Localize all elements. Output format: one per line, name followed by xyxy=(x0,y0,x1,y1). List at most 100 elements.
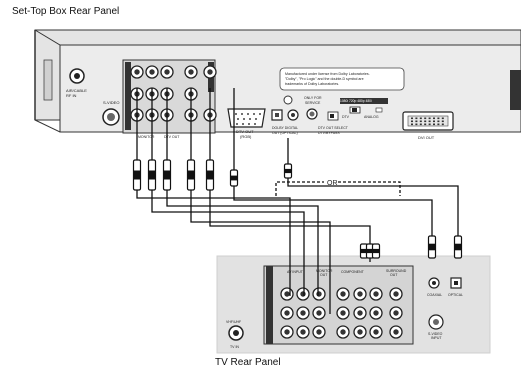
tv-rca-jack xyxy=(389,287,403,301)
stb-rca-jack xyxy=(184,65,198,79)
cable-to-tv-av-2 xyxy=(151,190,305,296)
tv-rca-jack xyxy=(353,325,367,339)
dvi-pin xyxy=(433,117,435,120)
dolby-notice-text: Manufactured under license from Dolby La… xyxy=(285,72,371,86)
dvi-pin xyxy=(433,123,435,126)
cable-optical-tv xyxy=(287,176,459,236)
stb-rca-jack xyxy=(160,65,174,79)
tv-rca-jack xyxy=(369,306,383,320)
dvi-pin xyxy=(428,117,431,120)
dvi-pin xyxy=(411,123,413,126)
cable-alt-dashed-1 xyxy=(275,181,324,196)
tv-rca-jack xyxy=(280,325,294,339)
dvi-pin xyxy=(441,117,444,120)
dvi-pin xyxy=(415,123,418,126)
rca-plugs xyxy=(132,159,463,259)
tv-rca-jack xyxy=(389,325,403,339)
dvi-out-label: DVI OUT xyxy=(418,135,435,140)
tv-rca-jack xyxy=(296,287,310,301)
dtv-out-select-switch xyxy=(327,98,388,121)
dvi-pin xyxy=(437,123,440,126)
tv-rca-jack xyxy=(353,287,367,301)
tv-optical-port xyxy=(450,277,462,289)
tv-optical-label: OPTICAL xyxy=(448,293,463,297)
tv-rca-jacks xyxy=(280,287,403,339)
dvi-pin xyxy=(424,117,427,120)
cable-comp-tv-1 xyxy=(190,190,331,314)
dtv-out-rgb-port xyxy=(227,108,266,128)
tv-monitor-out-label: MONITOR OUT xyxy=(316,269,333,277)
tv-rca-jack xyxy=(280,287,294,301)
dolby-digital-out-ports xyxy=(271,109,299,121)
dvi-pin xyxy=(433,120,435,123)
dvi-pin xyxy=(419,117,422,120)
tv-rca-jack xyxy=(369,287,383,301)
dtv-out-select-label: DTV OUT SELECT DTV/BYPASS xyxy=(318,126,349,135)
tv-coaxial-label: COAXIAL xyxy=(427,293,442,297)
cable-alt-dashed-2 xyxy=(338,181,401,196)
dolby-digital-out-label: DOLBY DIGITAL OUT (OPTICAL) xyxy=(272,126,299,135)
dvi-pin xyxy=(437,120,440,123)
rca-plug xyxy=(186,159,196,191)
dvi-pin xyxy=(415,120,418,123)
stb-rca-jacks xyxy=(130,65,217,122)
resolutions-label: 1080i 720p 480p 480i xyxy=(340,99,372,103)
dvi-pin xyxy=(441,123,444,126)
tv-rca-jack xyxy=(336,306,350,320)
tv-in-label: TV IN xyxy=(230,345,239,349)
cable-wiring xyxy=(136,88,459,314)
cable-to-tv-av-1 xyxy=(136,190,291,296)
cable-to-tv-av-3 xyxy=(166,190,319,296)
tv-rca-jack xyxy=(280,306,294,320)
dvi-pin xyxy=(424,123,427,126)
cable-comp-tv-2 xyxy=(209,190,371,244)
tv-surround-out-label: SURROUND OUT xyxy=(386,269,407,277)
rca-plug xyxy=(427,235,437,259)
dvi-pin xyxy=(419,123,422,126)
dvi-pin xyxy=(411,120,413,123)
stb-dtv-out-component-label: DTV OUT xyxy=(164,135,180,139)
antenna-connector xyxy=(69,68,85,84)
rca-plug xyxy=(205,159,215,191)
tv-rca-jack xyxy=(296,325,310,339)
tv-rca-jack xyxy=(336,325,350,339)
dvi-pin xyxy=(424,120,427,123)
tv-rca-jack xyxy=(336,287,350,301)
tv-rca-jack xyxy=(312,306,326,320)
tv-svideo-input-label: S-VIDEO INPUT xyxy=(428,332,443,340)
optical-plug xyxy=(283,163,293,179)
tv-svideo-port xyxy=(428,314,444,330)
stb-rca-jack xyxy=(203,65,217,79)
dvi-pin xyxy=(428,120,431,123)
tv-av-input-label: AV INPUT xyxy=(287,270,304,274)
vhf-uhf-label: VHF/UHF xyxy=(226,320,241,324)
dvi-pin xyxy=(428,123,431,126)
stb-panel-title: Set-Top Box Rear Panel xyxy=(12,6,120,17)
tv-panel-title: TV Rear Panel xyxy=(215,357,281,368)
dvi-pin xyxy=(437,117,440,120)
antenna-label: AIR/CABLE RF IN xyxy=(66,88,88,98)
tv-rca-jack xyxy=(312,287,326,301)
dtv-switch-label: DTV xyxy=(342,115,350,119)
svideo-port xyxy=(102,108,120,126)
svideo-label: S-VIDEO xyxy=(103,100,119,105)
cable-audio-tv xyxy=(233,184,433,236)
dvi-pin xyxy=(419,120,422,123)
or-label: OR xyxy=(327,180,338,187)
rca-plug xyxy=(371,243,381,259)
dvi-pin xyxy=(411,117,413,120)
stb-rca-jack xyxy=(130,65,144,79)
analog-switch-label: ANALOG xyxy=(364,115,379,119)
tv-rca-jack xyxy=(353,306,367,320)
rca-plug xyxy=(229,169,239,187)
rca-plug xyxy=(162,159,172,191)
dvi-pin xyxy=(441,120,444,123)
tv-rca-jack xyxy=(312,325,326,339)
dolby-notice-box xyxy=(279,67,405,91)
rca-plug xyxy=(132,159,142,191)
optical-plug xyxy=(453,235,463,259)
stb-rca-jack xyxy=(145,65,159,79)
dvi-out-port xyxy=(402,111,454,131)
vhf-uhf-connector xyxy=(228,325,244,341)
